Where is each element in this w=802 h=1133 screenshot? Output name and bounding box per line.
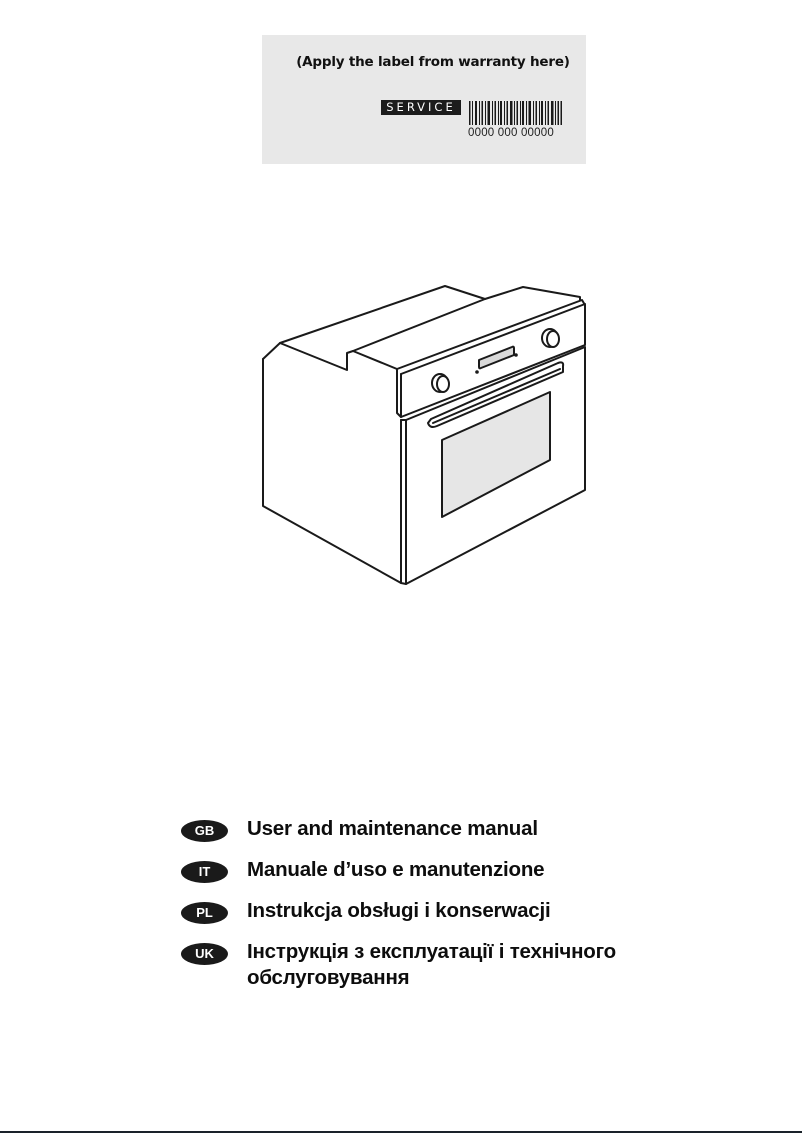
page-bottom-rule bbox=[0, 1131, 802, 1133]
language-title-line1: Інструкція з експлуатації і технічного bbox=[247, 940, 616, 963]
language-badge: PL bbox=[181, 902, 228, 924]
barcode-number: 0000 000 00000 bbox=[468, 127, 554, 139]
barcode-icon bbox=[469, 101, 562, 125]
language-title: Instrukcja obsługi i konserwacji bbox=[247, 899, 551, 922]
language-badge: UK bbox=[181, 943, 228, 965]
service-tag: SERVICE bbox=[381, 100, 461, 115]
language-badge: GB bbox=[181, 820, 228, 842]
language-badge: IT bbox=[181, 861, 228, 883]
language-title-line2: обслуговування bbox=[247, 966, 410, 989]
language-title: User and maintenance manual bbox=[247, 817, 538, 840]
oven-illustration bbox=[262, 285, 586, 585]
warranty-label-area: (Apply the label from warranty here) SER… bbox=[262, 35, 586, 164]
language-title: Manuale d’uso e manutenzione bbox=[247, 858, 545, 881]
language-title-multiline: Інструкція з експлуатації і технічного о… bbox=[247, 939, 616, 991]
warranty-label-instruction: (Apply the label from warranty here) bbox=[296, 54, 570, 70]
